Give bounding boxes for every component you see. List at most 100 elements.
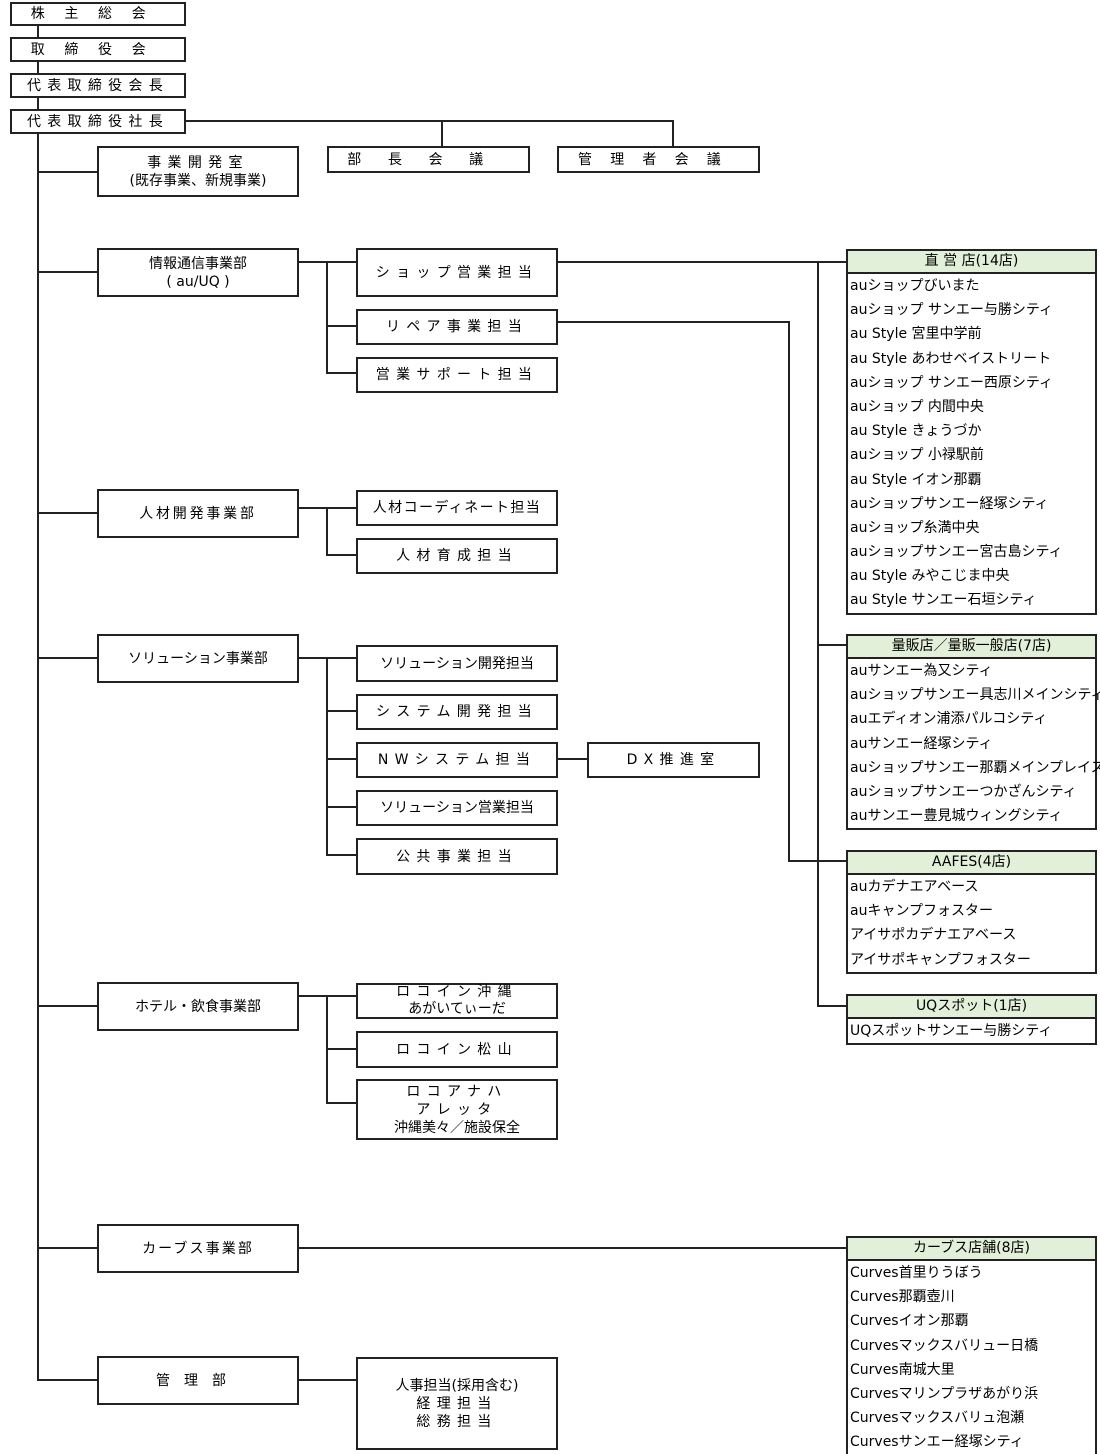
loco-okinawa-line2: あがいてぃーだ (408, 1001, 506, 1017)
connector-line (557, 261, 846, 263)
store-item: アイサポカデナエアベース (850, 927, 1017, 944)
connector-line (326, 710, 356, 712)
loco-naha-line2: アレッタ (416, 1101, 498, 1118)
hr-dept-box: 人材開発事業部 (97, 489, 299, 538)
admin-unit-hr: 人事担当(採用含む) (395, 1377, 519, 1394)
connector-line (37, 1005, 97, 1007)
store-item: auショップサンエー経塚シティ (850, 495, 1049, 512)
loco-a-naha-unit: ロコアナハ アレッタ 沖縄美々／施設保全 (356, 1079, 558, 1140)
connector-line (37, 271, 97, 273)
connector-line (37, 512, 97, 514)
connector-line (326, 372, 356, 374)
store-item: Curvesマリンプラザあがり浜 (850, 1385, 1039, 1402)
store-item: UQスポットサンエー与勝シティ (850, 1023, 1053, 1039)
connector-line (326, 657, 328, 856)
store-list-direct: 直 営 店(14店) auショップびいまた auショップ サンエー与勝シティ au S… (846, 249, 1097, 615)
store-item: Curves南城大里 (850, 1361, 955, 1378)
connector-line (441, 120, 443, 147)
solution-sales-unit: ソリューション営業担当 (356, 790, 558, 826)
connector-line (326, 507, 328, 556)
managers-meeting-box: 部長会議 (327, 146, 530, 173)
bizdev-subtitle: (既存事業、新規事業) (129, 172, 267, 189)
store-item: Curvesサンエー経塚シティ (850, 1434, 1024, 1451)
connector-line (788, 321, 790, 862)
store-item: auショップびいまた (850, 278, 980, 294)
bizdev-office-box: 事業開発室 (既存事業、新規事業) (97, 146, 299, 197)
loco-naha-line3: 沖縄美々／施設保全 (394, 1119, 520, 1136)
connector-line (326, 806, 356, 808)
sales-support-unit: 営業サポート担当 (356, 357, 558, 393)
president-box: 代表取締役社長 (10, 109, 186, 134)
solution-dept-box: ソリューション事業部 (97, 634, 299, 683)
connector-line (185, 120, 674, 122)
ict-subtitle: ( au/UQ ) (166, 273, 230, 290)
connector-line (326, 758, 356, 760)
store-item: auショップサンエー具志川メインシティ (850, 687, 1100, 704)
connector-line (298, 1379, 356, 1381)
connector-line (817, 644, 846, 646)
dx-office-box: DX推進室 (587, 742, 760, 778)
connector-line (298, 1247, 846, 1249)
store-item: auショップサンエーつかざんシティ (850, 783, 1077, 800)
store-item: auショップサンエー宮古島シティ (850, 544, 1063, 561)
connector-line (37, 1247, 97, 1249)
store-item: Curvesイオン那覇 (850, 1313, 969, 1330)
store-item: auサンエー豊見城ウィングシティ (850, 808, 1063, 825)
store-item: auショップサンエー那覇メインプレイス (850, 759, 1100, 776)
store-item: auキャンプフォスター (850, 903, 994, 920)
chairman-box: 代表取締役会長 (10, 73, 186, 98)
store-list-header: UQスポット(1店) (848, 996, 1095, 1019)
board-of-directors-box: 取締役会 (10, 37, 186, 62)
store-item: auサンエー為又シティ (850, 663, 993, 679)
connector-line (37, 171, 97, 173)
ict-title: 情報通信事業部 (149, 255, 247, 272)
store-item: au Style サンエー石垣シティ (850, 592, 1037, 609)
solution-dev-unit: ソリューション開発担当 (356, 645, 558, 682)
connector-line (37, 25, 39, 1381)
connector-line (326, 325, 356, 327)
loco-inn-matsuyama-unit: ロコイン松山 (356, 1031, 558, 1068)
public-works-unit: 公共事業担当 (356, 838, 558, 875)
repair-unit: リペア事業担当 (356, 309, 558, 345)
connector-line (37, 657, 97, 659)
connector-line (557, 758, 587, 760)
store-item: auショップ サンエー西原シティ (850, 374, 1054, 391)
store-item: Curvesマックスバリュー日橋 (850, 1337, 1039, 1354)
connector-line (817, 261, 819, 1007)
curves-dept-box: カーブス事業部 (97, 1224, 299, 1273)
store-item: auエディオン浦添パルコシティ (850, 711, 1048, 728)
store-list-uq-spot: UQスポット(1店) UQスポットサンエー与勝シティ (846, 994, 1097, 1046)
connector-line (326, 261, 328, 374)
hr-training-unit: 人材育成担当 (356, 538, 558, 574)
store-item: auショップ サンエー与勝シティ (850, 302, 1054, 319)
store-item: au Style きょうづか (850, 423, 982, 440)
connector-line (672, 120, 674, 147)
admin-unit-accounting: 経理担当 (416, 1395, 498, 1412)
admin-units-box: 人事担当(採用含む) 経理担当 総務担当 (356, 1357, 558, 1450)
admin-dept-box: 管理部 (97, 1356, 299, 1405)
ict-dept-box: 情報通信事業部 ( au/UQ ) (97, 248, 299, 297)
store-item: アイサポキャンプフォスター (850, 951, 1031, 968)
hotel-dept-box: ホテル・飲食事業部 (97, 982, 299, 1031)
bizdev-title: 事業開発室 (147, 154, 249, 171)
store-item: Curves首里りうぼう (850, 1265, 983, 1281)
admin-meeting-box: 管理者会議 (557, 146, 760, 173)
store-list-header: 直 営 店(14店) (848, 251, 1095, 274)
loco-naha-line1: ロコアナハ (406, 1083, 508, 1100)
store-item: au Style 宮里中学前 (850, 326, 982, 343)
store-item: auカデナエアベース (850, 879, 979, 895)
connector-line (37, 1379, 97, 1381)
connector-line (326, 1048, 356, 1050)
hr-coordinate-unit: 人材コーディネート担当 (356, 490, 558, 526)
connector-line (788, 860, 846, 862)
connector-line (326, 854, 356, 856)
loco-okinawa-line1: ロコイン沖縄 (396, 984, 518, 1000)
store-item: auショップ 小禄駅前 (850, 447, 984, 464)
connector-line (326, 1102, 356, 1104)
store-item: auショップ 内間中央 (850, 398, 984, 415)
connector-line (817, 1005, 846, 1007)
store-list-header: AAFES(4店) (848, 852, 1095, 875)
